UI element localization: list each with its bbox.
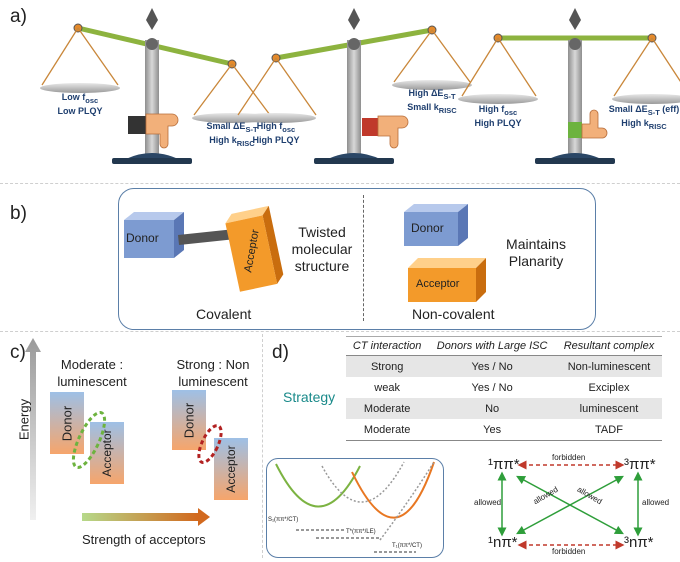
acceptor-box-1 xyxy=(90,422,124,484)
right-allowed-label: allowed xyxy=(642,498,670,507)
t-star-curve-2 xyxy=(379,461,435,541)
panel-b-label: b) xyxy=(10,203,27,224)
table-cell: Strong xyxy=(346,355,429,377)
panel-a-label: a) xyxy=(10,6,27,27)
table-cell: Moderate xyxy=(346,398,429,419)
s1-curve-label: S₁(ππ*/CT) xyxy=(268,517,299,523)
noncovalent-acceptor-block xyxy=(408,258,486,302)
strategy-label: Strategy xyxy=(283,389,336,405)
covalent-acceptor-block xyxy=(225,205,284,292)
separator-c-d xyxy=(262,334,263,558)
top-forbidden-label: forbidden xyxy=(552,453,586,462)
scale-1 xyxy=(40,8,272,164)
table-cell: Non-luminescent xyxy=(555,355,662,377)
noncovalent-label: Non-covalent xyxy=(412,306,495,322)
panel-d-label: d) xyxy=(272,342,289,363)
covalent-donor-block xyxy=(124,212,184,258)
strong-label: Strong : Non luminescent xyxy=(176,357,250,389)
table-row: Strong Yes / No Non-luminescent xyxy=(346,355,662,377)
strength-axis-arrowhead xyxy=(198,508,210,526)
thumbs-down-cuff xyxy=(128,116,146,134)
separator-a-b xyxy=(0,183,680,184)
table-cell: Yes xyxy=(428,419,556,441)
table-header: CT interaction xyxy=(346,336,429,356)
table-cell: TADF xyxy=(555,419,662,441)
t1-curve-label: T₁(ππ*/CT) xyxy=(392,543,422,549)
table-cell: Exciplex xyxy=(588,381,630,394)
state-singlet-npi: ¹nπ* xyxy=(488,534,518,551)
table-header: Resultant complex xyxy=(555,336,662,356)
table-cell: Yes / No xyxy=(471,381,513,394)
moderate-label: Moderate : luminescent xyxy=(57,357,127,389)
overlap-ellipse-green xyxy=(71,410,107,470)
noncovalent-description: Maintains Planarity xyxy=(506,236,566,269)
overlap-ellipse-red xyxy=(197,424,223,464)
panel-c-label: c) xyxy=(10,342,26,363)
t1-curve xyxy=(351,461,435,519)
thumbs-down-icon xyxy=(145,113,179,149)
panel-b-divider xyxy=(363,195,364,321)
covalent-donor-label: Donor xyxy=(126,231,159,245)
noncovalent-acceptor-label: Acceptor xyxy=(416,278,460,290)
covalent-description: Twisted molecular structure xyxy=(291,224,353,274)
table-cell: Moderate xyxy=(346,419,429,441)
table-cell: weak xyxy=(374,381,400,394)
donor-box-1 xyxy=(50,392,84,454)
panel-b-frame xyxy=(118,188,596,330)
table-row: Moderate Yes TADF xyxy=(346,419,662,441)
bottom-forbidden-label: forbidden xyxy=(552,547,586,556)
table-cell: Yes / No xyxy=(428,355,556,377)
table-cell: No xyxy=(428,398,556,419)
scale-3 xyxy=(458,8,680,164)
t-star-curve-1 xyxy=(321,461,405,503)
acceptor-box-2 xyxy=(214,438,248,500)
thumbs-up-icon xyxy=(581,109,608,139)
s1-curve xyxy=(275,463,361,508)
state-triplet-npi: ³nπ* xyxy=(624,534,654,551)
scales-illustration xyxy=(40,8,680,164)
t-star-label: T*(ππ*/LE) xyxy=(346,529,376,535)
ct-strategy-table: CT interaction Donors with Large ISC Res… xyxy=(346,336,662,441)
noncovalent-donor-block xyxy=(404,204,468,246)
donor-box-2 xyxy=(172,390,206,450)
potential-energy-box xyxy=(266,458,444,558)
covalent-linker xyxy=(178,228,241,245)
strength-label: Strength of acceptors xyxy=(82,532,206,547)
table-header-row: CT interaction Donors with Large ISC Res… xyxy=(346,336,662,356)
table-cell: luminescent xyxy=(555,398,662,419)
scale-2 xyxy=(236,8,472,164)
scale-3-right-label: Small ΔES-T (eff)High kRISC xyxy=(608,104,680,131)
table-row: Moderate No luminescent xyxy=(346,398,662,419)
table-header: Donors with Large ISC xyxy=(428,336,556,356)
energy-axis-arrow xyxy=(25,338,41,520)
table-row: weak Yes / No Exciplex xyxy=(346,377,662,398)
strength-axis-bar xyxy=(82,513,198,521)
separator-b-cd xyxy=(0,331,680,332)
diag-allowed-arrow-2 xyxy=(516,475,624,535)
state-triplet-pipi: ³ππ* xyxy=(624,456,656,473)
left-allowed-label: allowed xyxy=(474,498,502,507)
covalent-label: Covalent xyxy=(196,306,252,322)
noncovalent-donor-label: Donor xyxy=(411,221,444,235)
thumbs-down-icon-2 xyxy=(377,115,409,149)
state-singlet-pipi: ¹ππ* xyxy=(488,456,520,473)
